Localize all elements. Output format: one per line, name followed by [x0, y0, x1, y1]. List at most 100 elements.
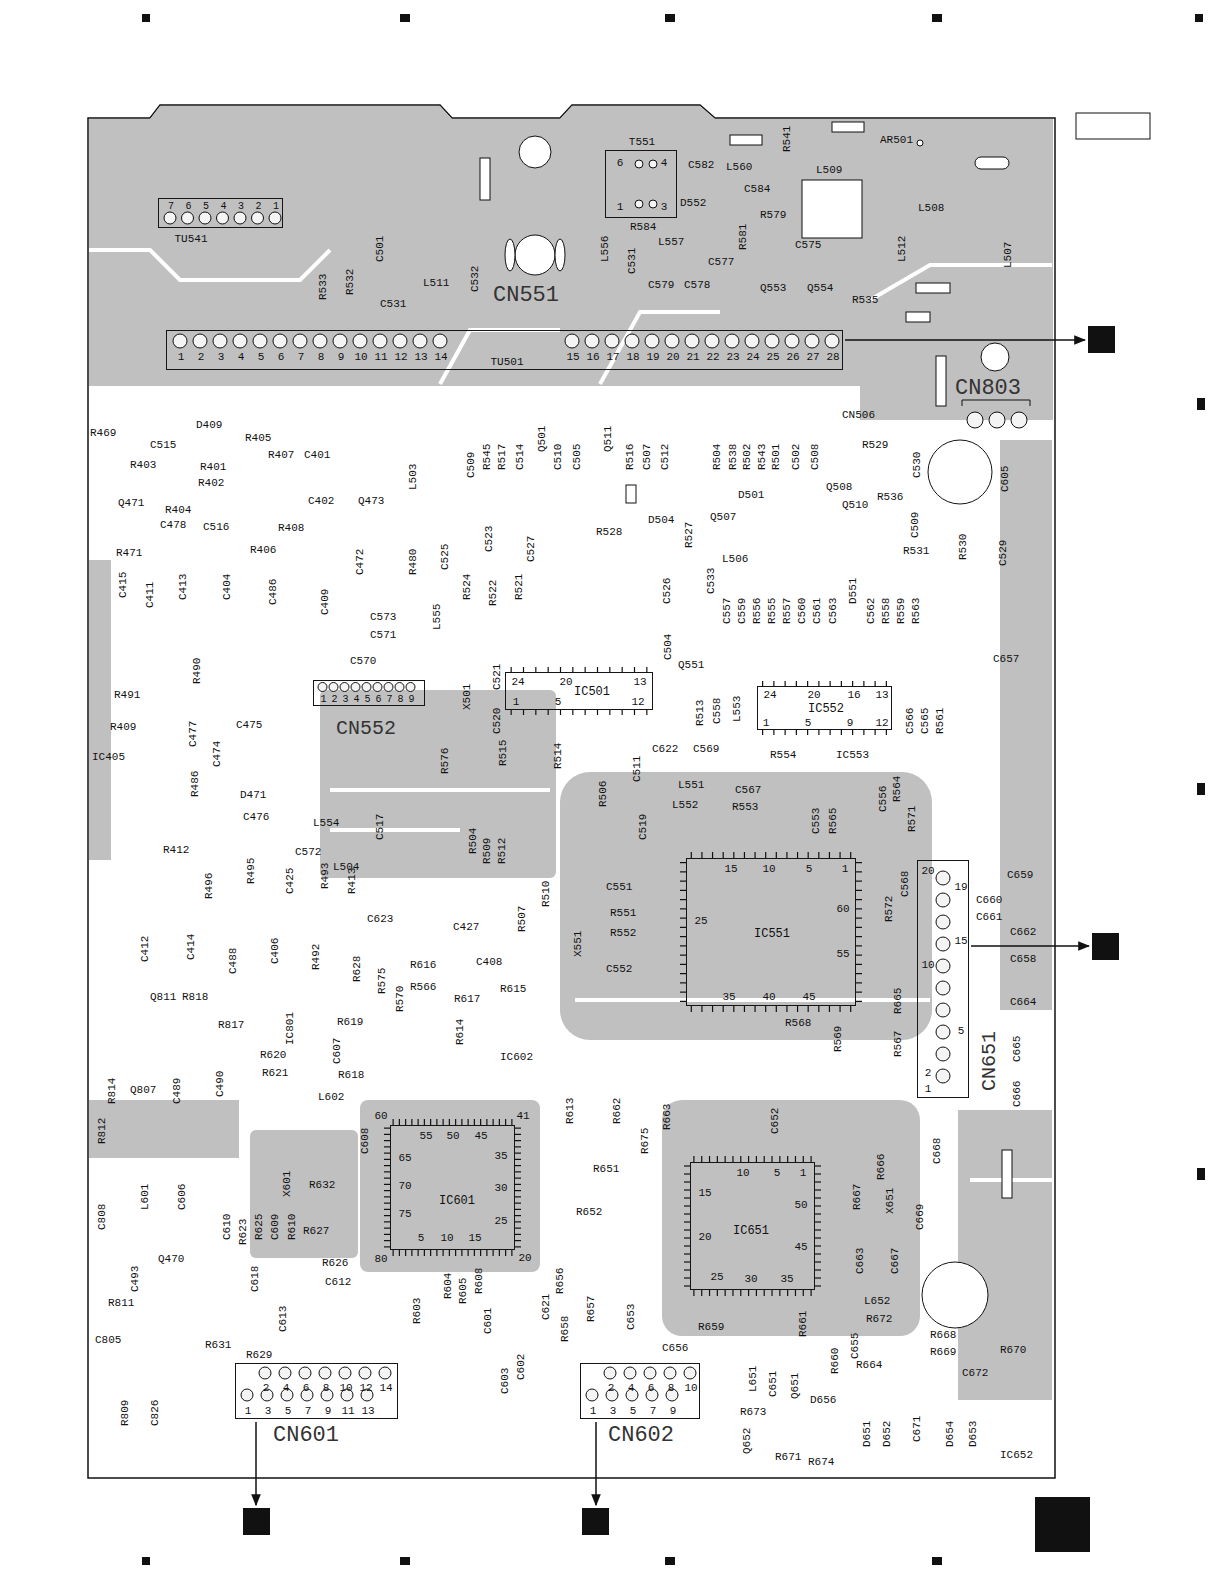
pin-number: 8	[323, 1383, 330, 1394]
pin-number: 6	[617, 158, 624, 169]
part-label: Q551	[678, 660, 704, 671]
part-designator: IC601	[439, 1195, 475, 1207]
part-label: Q510	[842, 500, 868, 511]
pcb-shape	[916, 283, 950, 293]
part-label: R620	[260, 1050, 286, 1061]
pin-number: 20	[698, 1232, 711, 1243]
connector-pad	[586, 1389, 598, 1401]
ic-pin	[523, 710, 524, 715]
part-label: R522	[488, 580, 499, 606]
ic-pin	[548, 710, 549, 715]
part-label: R568	[785, 1018, 811, 1029]
part-label: Q507	[710, 512, 736, 523]
pin-number: 10	[921, 960, 934, 971]
ic-pin	[646, 710, 647, 715]
part-label: R608	[474, 1268, 485, 1294]
part-label: C662	[1010, 927, 1036, 938]
connector-pad	[234, 212, 246, 224]
pin-number: 3	[238, 202, 244, 212]
part-label: L601	[140, 1184, 151, 1210]
part-label: C666	[1012, 1081, 1023, 1107]
pin-number: 2	[263, 1383, 270, 1394]
pin-number: 3	[265, 1406, 272, 1417]
tuner-pin-pad	[585, 334, 599, 348]
part-label: R625	[254, 1214, 265, 1240]
part-label: C556	[878, 786, 889, 812]
part-label: C409	[320, 589, 331, 615]
pin-number: 35	[780, 1274, 793, 1285]
part-label: C489	[172, 1078, 183, 1104]
part-label: R627	[303, 1226, 329, 1237]
part-label: IC801	[285, 1012, 296, 1045]
ic-pin	[815, 1181, 821, 1182]
part-label: C517	[375, 814, 386, 840]
part-label: C413	[178, 574, 189, 600]
part-label: C607	[332, 1038, 343, 1064]
part-label: C808	[97, 1204, 108, 1230]
part-label: C472	[355, 549, 366, 575]
pcb-shape	[1011, 412, 1027, 428]
connector-pad	[359, 1367, 371, 1379]
part-label: C608	[360, 1128, 371, 1154]
part-label: R675	[640, 1128, 651, 1154]
pin-number: 10	[684, 1383, 697, 1394]
part-label: R493	[320, 863, 331, 889]
part-label: R613	[565, 1098, 576, 1124]
ic-pin	[815, 1173, 821, 1174]
connector-pad	[384, 683, 393, 692]
tuner-pin-pad	[665, 334, 679, 348]
pin-number: 25	[494, 1216, 507, 1227]
pin-number: 13	[414, 352, 427, 363]
pin-number: 12	[394, 352, 407, 363]
pin-number: 7	[650, 1406, 657, 1417]
part-label: R509	[482, 838, 493, 864]
part-label: C474	[212, 741, 223, 767]
copper-traces	[89, 250, 1052, 1180]
part-label: R610	[287, 1214, 298, 1240]
part-label: R553	[732, 802, 758, 813]
ic-pin	[723, 1006, 724, 1012]
pin-number: TU501	[490, 357, 523, 368]
part-label: L503	[408, 464, 419, 490]
pcb-shape	[932, 14, 942, 22]
part-label: C552	[606, 964, 632, 975]
pin-number: 15	[724, 864, 737, 875]
ic-pin	[515, 1190, 521, 1191]
pin-number: 24	[746, 352, 759, 363]
ic-pin	[505, 1250, 506, 1256]
ic-chip: IC551151015253540455560	[686, 858, 856, 1006]
part-label: Q651	[790, 1373, 801, 1399]
pin-number: 5	[806, 864, 813, 875]
pin-number: 15	[468, 1233, 481, 1244]
pin-number: 16	[847, 690, 860, 701]
pcb-shape	[519, 136, 551, 168]
pin-number: 5	[258, 352, 265, 363]
part-label: C606	[177, 1184, 188, 1210]
ic-pin	[418, 1250, 419, 1256]
part-label: R516	[625, 444, 636, 470]
pin-number: 12	[631, 697, 644, 708]
tuner-pin-pad	[333, 334, 347, 348]
part-label: L560	[726, 162, 752, 173]
part-label: R555	[767, 598, 778, 624]
part-label: C655	[850, 1333, 861, 1359]
pcb-shape	[330, 788, 550, 792]
part-label: R579	[760, 210, 786, 221]
part-label: R495	[246, 858, 257, 884]
ic-pin	[762, 730, 763, 735]
part-label: Q554	[807, 283, 833, 294]
pin-number: 70	[398, 1181, 411, 1192]
pin-number: 60	[836, 904, 849, 915]
part-label: C669	[915, 1204, 926, 1230]
part-label: L602	[318, 1092, 344, 1103]
part-label: R626	[322, 1258, 348, 1269]
part-outlines	[480, 122, 1012, 1198]
part-label: C652	[770, 1108, 781, 1134]
part-label: R563	[911, 598, 922, 624]
pcb-shape	[320, 690, 556, 878]
part-label: C573	[370, 612, 396, 623]
ic-pin	[803, 1290, 804, 1296]
pin-number: 8	[318, 352, 325, 363]
pin-number: 45	[474, 1131, 487, 1142]
pcb-shape	[665, 1557, 675, 1565]
